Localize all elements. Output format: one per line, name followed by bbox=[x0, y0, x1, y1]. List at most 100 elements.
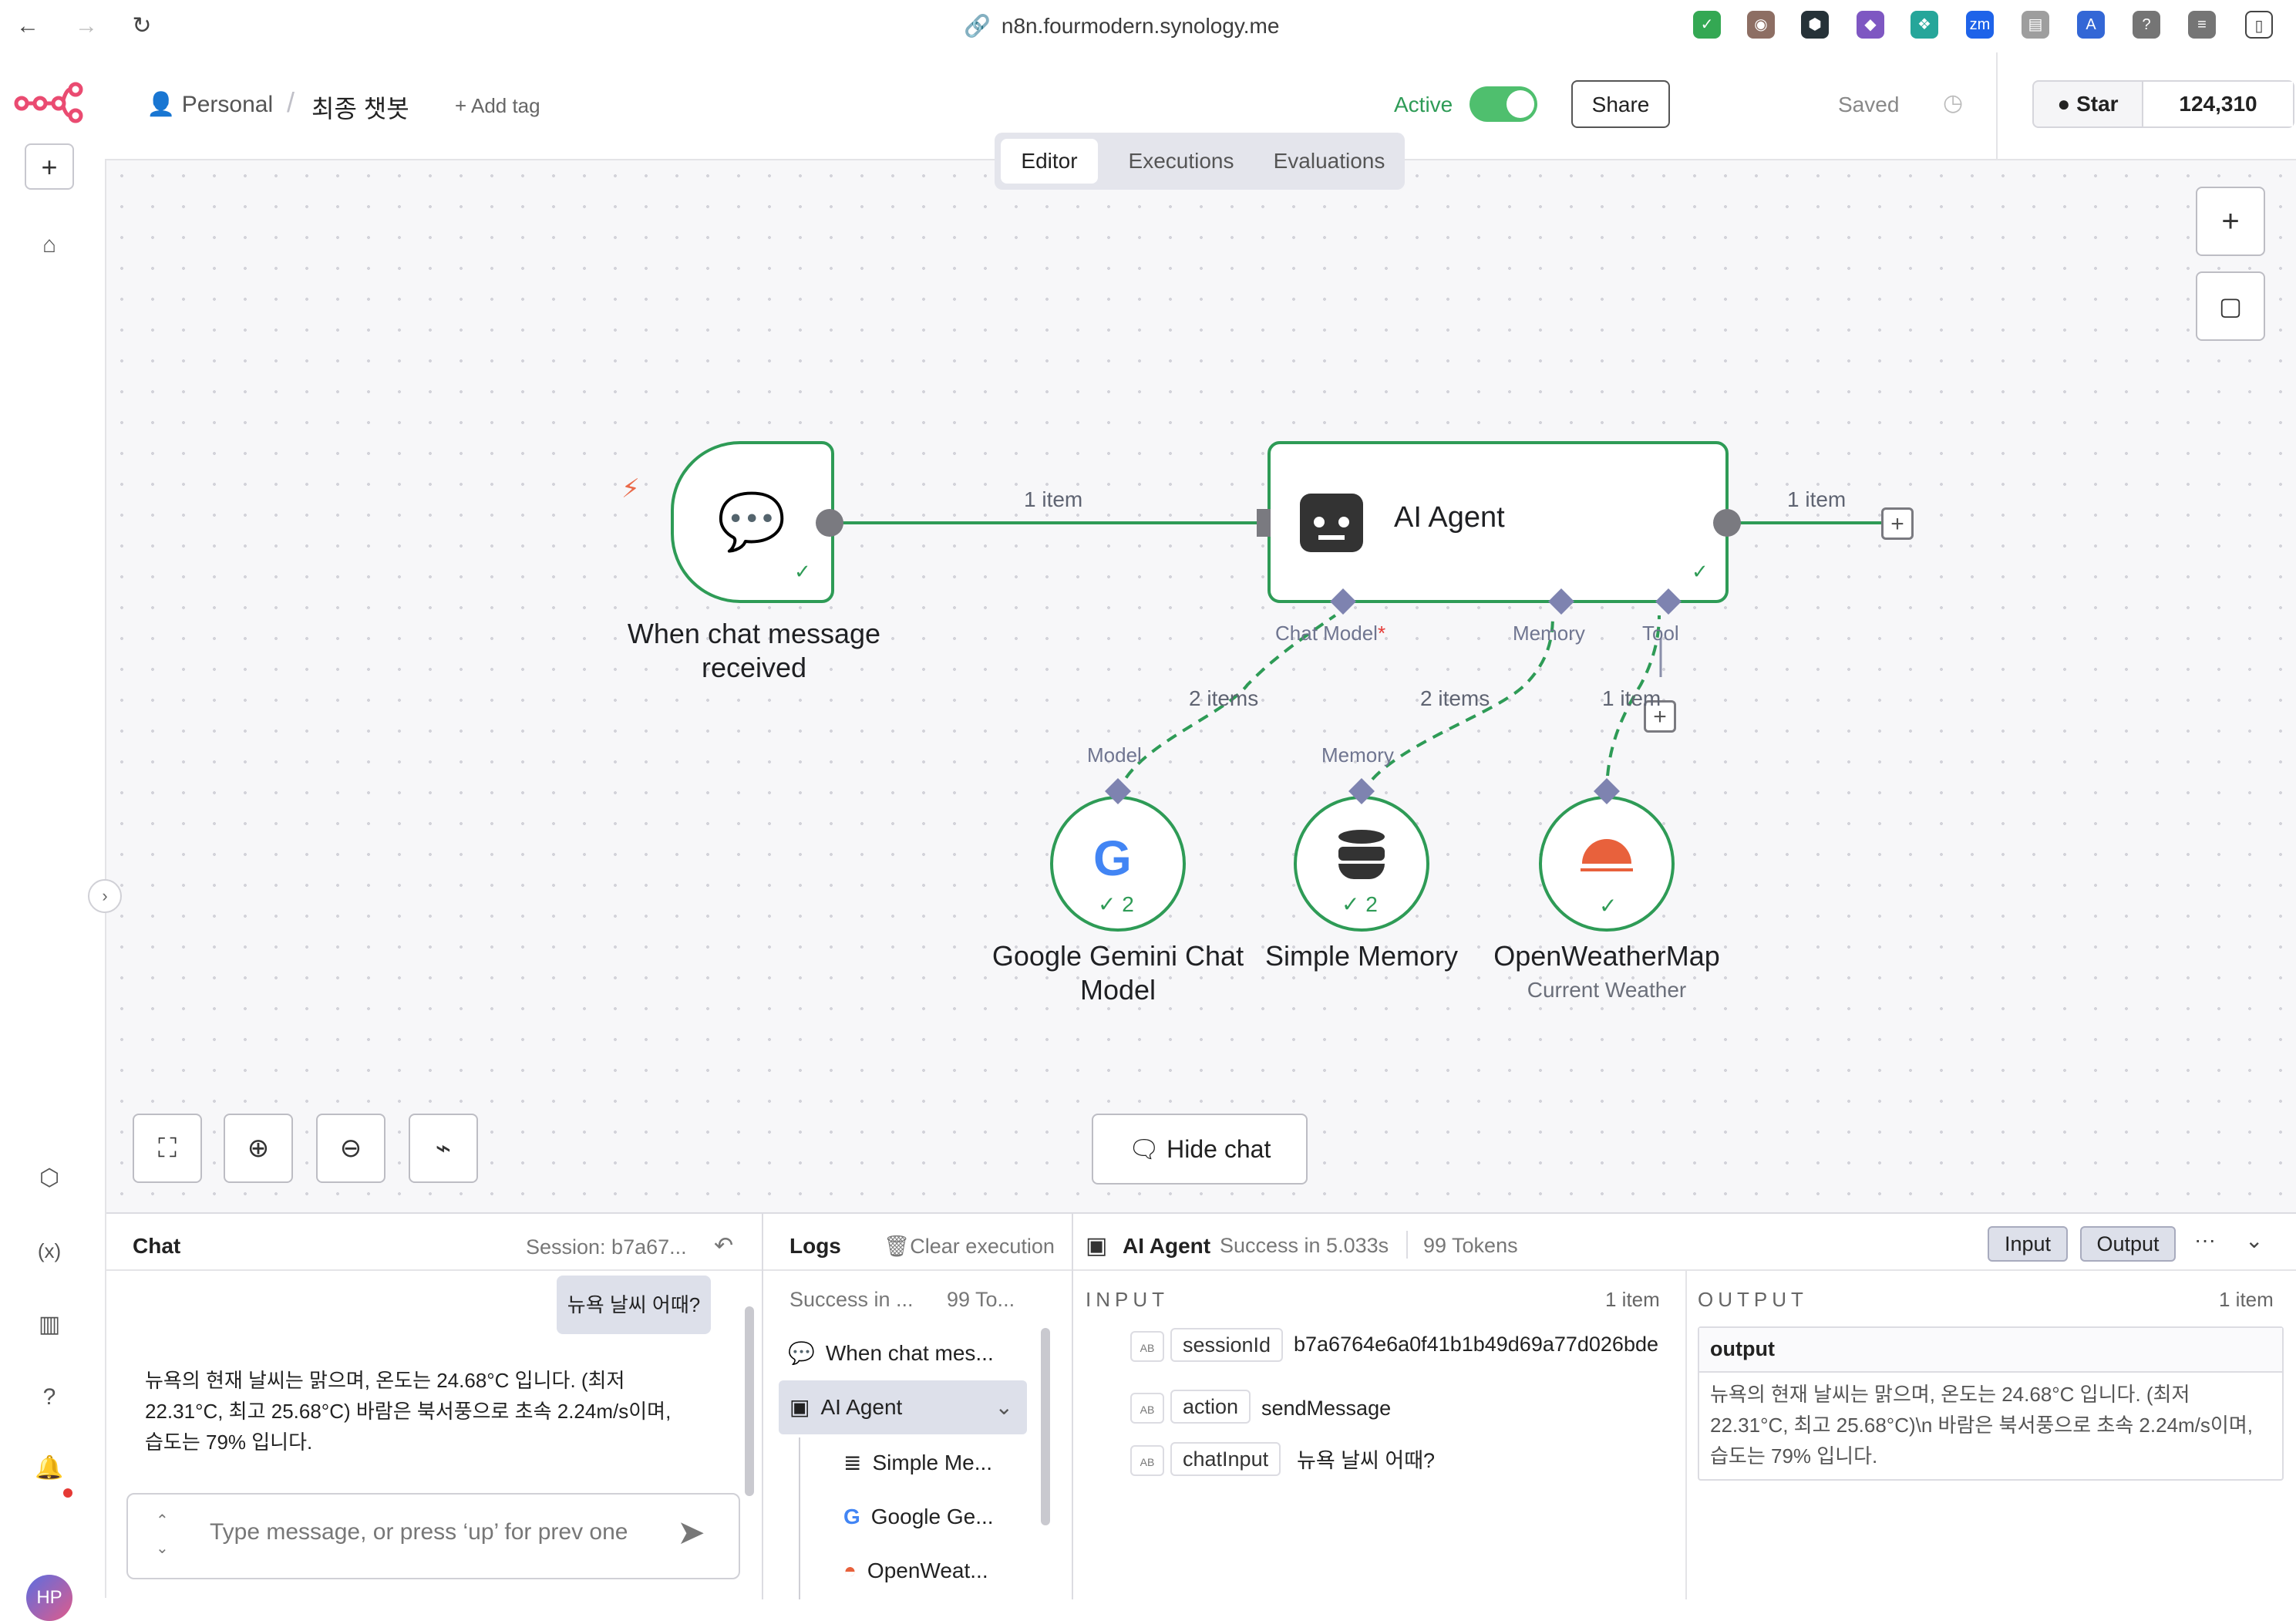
active-toggle[interactable] bbox=[1470, 86, 1537, 122]
add-node-panel-button[interactable]: + bbox=[2196, 187, 2265, 256]
chevron-down-icon[interactable]: ⌄ bbox=[995, 1395, 1013, 1419]
logs-panel: Logs 🗑Clear execution Success in ... 99 … bbox=[763, 1214, 1073, 1599]
tab-executions[interactable]: Executions bbox=[1128, 149, 1234, 173]
help-icon[interactable]: ? bbox=[42, 1384, 56, 1410]
leaf-extension-icon[interactable]: ❖ bbox=[1911, 11, 1938, 39]
crystal-extension-icon[interactable]: ◆ bbox=[1857, 11, 1884, 39]
reset-session-icon[interactable]: ↶ bbox=[714, 1233, 734, 1259]
user-avatar[interactable]: HP bbox=[26, 1575, 72, 1621]
workflow-canvas[interactable]: Editor Executions Evaluations ⚡ 💬 ✓ When… bbox=[106, 133, 2296, 1212]
tab-editor[interactable]: Editor bbox=[1001, 139, 1098, 184]
chat-input-box[interactable]: ⌃⌄ Type message, or press ‘up’ for prev … bbox=[126, 1493, 740, 1579]
success-check-icon: ✓ bbox=[794, 560, 811, 583]
hexagon-extension-icon[interactable]: ⬢ bbox=[1801, 11, 1829, 39]
tidy-up-button[interactable]: ⌁ bbox=[409, 1114, 478, 1183]
logs-summary-tokens: 99 To... bbox=[947, 1288, 1015, 1311]
share-button[interactable]: Share bbox=[1571, 80, 1670, 128]
log-item-trigger[interactable]: 💬When chat mes... bbox=[788, 1341, 994, 1365]
model-connection bbox=[1116, 614, 1337, 795]
detail-header-divider bbox=[1073, 1269, 2296, 1271]
logs-scrollbar[interactable] bbox=[1041, 1328, 1050, 1525]
chat-scrollbar[interactable] bbox=[745, 1306, 754, 1496]
n8n-logo-icon[interactable] bbox=[14, 80, 83, 123]
reload-icon[interactable]: ↻ bbox=[132, 13, 152, 39]
detail-status: Success in 5.033s bbox=[1220, 1234, 1389, 1257]
sliders-extension-icon[interactable]: ≡ bbox=[2188, 11, 2216, 39]
document-extension-icon[interactable]: ▤ bbox=[2022, 11, 2049, 39]
add-node-button[interactable]: + bbox=[1881, 507, 1914, 540]
memory-node[interactable]: ✓ 2 bbox=[1294, 796, 1429, 932]
database-icon: ≣ bbox=[843, 1451, 862, 1474]
agent-input-handle[interactable] bbox=[1257, 509, 1271, 537]
shield-extension-icon[interactable]: ✓ bbox=[1693, 11, 1721, 39]
chat-input-placeholder[interactable]: Type message, or press ‘up’ for prev one bbox=[210, 1519, 628, 1545]
add-tag-button[interactable]: + Add tag bbox=[455, 94, 540, 117]
input-toggle-button[interactable]: Input bbox=[1988, 1226, 2068, 1262]
output-toggle-button[interactable]: Output bbox=[2080, 1226, 2176, 1262]
string-type-chip: AB bbox=[1130, 1445, 1164, 1476]
log-item-weather[interactable]: ◓OpenWeat... bbox=[843, 1559, 988, 1582]
weather-line-icon bbox=[1581, 868, 1633, 871]
detail-tokens: 99 Tokens bbox=[1423, 1234, 1518, 1257]
owl-extension-icon[interactable]: ◉ bbox=[1747, 11, 1775, 39]
templates-icon[interactable]: ⬡ bbox=[39, 1165, 60, 1191]
trigger-node[interactable]: 💬 ✓ bbox=[671, 441, 834, 603]
gemini-node[interactable]: G ✓ 2 bbox=[1050, 796, 1186, 932]
sticky-note-button[interactable]: ▢ bbox=[2196, 271, 2265, 341]
variables-icon[interactable]: (x) bbox=[37, 1239, 62, 1262]
chat-bubbles-icon: 💬 bbox=[788, 1341, 815, 1365]
log-item-ai-agent[interactable]: ▣AI Agent⌄ bbox=[779, 1380, 1027, 1434]
history-icon[interactable]: ◷ bbox=[1943, 90, 1964, 116]
model-connection-label: 2 items bbox=[1189, 686, 1259, 710]
more-options-icon[interactable]: ··· bbox=[2194, 1228, 2216, 1252]
history-nav-icon[interactable]: ⌃⌄ bbox=[156, 1512, 169, 1557]
agent-output-handle[interactable] bbox=[1713, 509, 1741, 537]
translate-extension-icon[interactable]: A bbox=[2077, 11, 2105, 39]
notifications-icon[interactable]: 🔔 bbox=[35, 1455, 64, 1481]
database-icon bbox=[1338, 830, 1385, 881]
back-icon[interactable]: ← bbox=[16, 13, 39, 39]
expand-sidebar-button[interactable]: › bbox=[88, 879, 122, 913]
chat-extension-icon[interactable]: ? bbox=[2133, 11, 2160, 39]
tool-port-label: Tool bbox=[1642, 622, 1679, 645]
output-column-header: output bbox=[1710, 1337, 1775, 1360]
sidebar-toggle-icon[interactable]: ▯ bbox=[2245, 11, 2273, 39]
chevron-down-icon[interactable]: ⌄ bbox=[2245, 1228, 2264, 1252]
trigger-output-handle[interactable] bbox=[816, 509, 843, 537]
fit-view-button[interactable]: ⛶ bbox=[133, 1114, 202, 1183]
project-link[interactable]: Personal bbox=[181, 92, 274, 117]
tab-evaluations[interactable]: Evaluations bbox=[1273, 149, 1385, 173]
google-icon: G bbox=[1093, 831, 1132, 886]
zoom-out-button[interactable]: ⊖ bbox=[316, 1114, 385, 1183]
input-title: INPUT bbox=[1086, 1288, 1169, 1311]
chat-header-divider bbox=[106, 1269, 762, 1271]
zoom-in-button[interactable]: ⊕ bbox=[224, 1114, 293, 1183]
github-star-widget[interactable]: ● Star 124,310 bbox=[2032, 80, 2294, 128]
home-icon[interactable]: ⌂ bbox=[42, 232, 57, 258]
field-key-chatinput: chatInput bbox=[1170, 1442, 1281, 1476]
ai-agent-node[interactable]: AI Agent ✓ bbox=[1268, 441, 1729, 603]
hide-chat-button[interactable]: 🗨 Hide chat bbox=[1092, 1114, 1308, 1185]
log-item-memory[interactable]: ≣Simple Me... bbox=[843, 1451, 993, 1474]
weather-node[interactable]: ✓ bbox=[1539, 796, 1675, 932]
chat-bubbles-icon: 💬 bbox=[717, 491, 786, 553]
create-button[interactable]: + bbox=[25, 143, 74, 190]
tool-connection-label: 1 item bbox=[1602, 686, 1661, 710]
zoom-extension-icon[interactable]: zm bbox=[1966, 11, 1994, 39]
saved-status: Saved bbox=[1838, 93, 1900, 116]
send-icon[interactable]: ➤ bbox=[677, 1514, 705, 1552]
add-tool-button[interactable]: + bbox=[1644, 700, 1676, 733]
output-column: OUTPUT 1 item output 뉴욕의 현재 날씨는 맑으며, 온도는… bbox=[1687, 1271, 2296, 1599]
forward-icon[interactable]: → bbox=[75, 13, 98, 39]
trigger-bolt-icon: ⚡ bbox=[621, 474, 640, 504]
logs-summary-status: Success in ... bbox=[789, 1288, 914, 1311]
address-bar[interactable]: 🔗n8n.fourmodern.synology.me bbox=[964, 9, 1334, 43]
sun-weather-icon bbox=[1582, 839, 1631, 864]
log-tree-line bbox=[799, 1437, 800, 1599]
clear-execution-button[interactable]: 🗑Clear execution bbox=[884, 1235, 1055, 1258]
github-icon: ● bbox=[2057, 92, 2071, 116]
workflow-name[interactable]: 최종 챗봇 bbox=[311, 95, 409, 123]
insights-icon[interactable]: ▥ bbox=[38, 1312, 61, 1337]
